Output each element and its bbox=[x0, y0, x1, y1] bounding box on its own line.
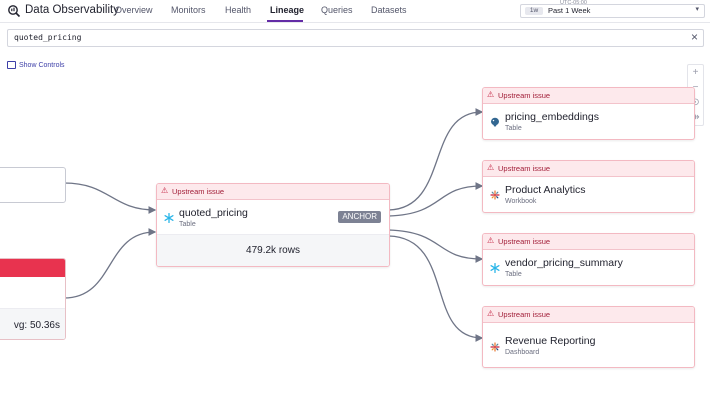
node-status: Upstream issue bbox=[498, 237, 551, 246]
upstream-node-2[interactable]: vg: 50.36s bbox=[0, 258, 66, 340]
search-input[interactable]: quoted_pricing × bbox=[7, 29, 704, 47]
node-name: Revenue Reporting bbox=[505, 335, 596, 347]
upstream-node-1[interactable] bbox=[0, 167, 66, 203]
zoom-out-icon[interactable]: − bbox=[692, 82, 699, 93]
avg-runtime: vg: 50.36s bbox=[13, 320, 60, 331]
warning-icon: ⚠ bbox=[487, 236, 495, 245]
warning-icon: ⚠ bbox=[487, 163, 495, 172]
show-controls-button[interactable]: Show Controls bbox=[7, 61, 65, 69]
chevron-down-icon: ▾ bbox=[695, 6, 699, 13]
node-status: Upstream issue bbox=[498, 164, 551, 173]
node-type: Table bbox=[505, 271, 522, 278]
time-range-label: Past 1 Week bbox=[548, 6, 591, 15]
edge-downstream-2 bbox=[388, 182, 484, 217]
alert-bar bbox=[0, 259, 65, 277]
anchor-node[interactable]: ⚠ Upstream issue quoted_pricing Table AN… bbox=[156, 183, 390, 267]
tab-overview[interactable]: Overview bbox=[115, 5, 153, 15]
node-header: ⚠ Upstream issue bbox=[483, 161, 694, 177]
node-type: Table bbox=[505, 125, 522, 132]
downstream-node-pricing-embeddings[interactable]: ⚠ Upstream issue pricing_embeddings Tabl… bbox=[482, 87, 695, 140]
downstream-node-product-analytics[interactable]: ⚠ Upstream issue Product Analytics Workb… bbox=[482, 160, 695, 213]
edge-downstream-3 bbox=[388, 229, 484, 263]
node-status: Upstream issue bbox=[498, 91, 551, 100]
tableau-icon bbox=[490, 342, 500, 352]
time-range-selector[interactable]: 1w Past 1 Week ▾ bbox=[520, 4, 705, 18]
tab-health[interactable]: Health bbox=[225, 5, 252, 15]
active-tab-indicator bbox=[267, 20, 303, 22]
node-header: ⚠ Upstream issue bbox=[483, 307, 694, 323]
edge-upstream-2 bbox=[63, 228, 157, 299]
tab-lineage[interactable]: Lineage bbox=[270, 5, 305, 15]
node-name: pricing_embeddings bbox=[505, 111, 599, 123]
snowflake-icon bbox=[490, 263, 500, 273]
tab-queries[interactable]: Queries bbox=[321, 5, 353, 15]
time-range-pill: 1w bbox=[525, 7, 543, 15]
warning-icon: ⚠ bbox=[487, 309, 495, 318]
search-value: quoted_pricing bbox=[14, 33, 82, 42]
app-title: Data Observability bbox=[25, 4, 119, 16]
edge-downstream-1 bbox=[388, 108, 484, 211]
node-header: ⚠ Upstream issue bbox=[483, 234, 694, 250]
node-name: Product Analytics bbox=[505, 184, 586, 196]
close-icon[interactable]: × bbox=[690, 30, 698, 44]
tab-monitors[interactable]: Monitors bbox=[171, 5, 206, 15]
app-logo-icon[interactable] bbox=[7, 4, 21, 18]
warning-icon: ⚠ bbox=[161, 186, 169, 195]
node-type: Table bbox=[179, 221, 196, 228]
row-count: 479.2k rows bbox=[157, 234, 389, 266]
tableau-icon bbox=[490, 190, 500, 200]
node-type: Dashboard bbox=[505, 349, 540, 356]
edge-upstream-1 bbox=[63, 182, 157, 214]
show-controls-label: Show Controls bbox=[19, 61, 65, 69]
panel-toggle-icon bbox=[7, 61, 16, 69]
edge-downstream-4 bbox=[388, 235, 484, 342]
top-bar: Data Observability Overview Monitors Hea… bbox=[0, 0, 710, 23]
node-status: Upstream issue bbox=[172, 187, 225, 196]
anchor-badge: ANCHOR bbox=[338, 211, 381, 223]
warning-icon: ⚠ bbox=[487, 90, 495, 99]
downstream-node-vendor-pricing-summary[interactable]: ⚠ Upstream issue vendor_pricing_summary … bbox=[482, 233, 695, 286]
fit-view-icon[interactable]: ⊙ bbox=[691, 97, 700, 108]
upstream-node-metric bbox=[0, 308, 65, 339]
postgres-icon bbox=[491, 117, 499, 127]
node-header: ⚠ Upstream issue bbox=[483, 88, 694, 104]
timezone-label: UTC-05:00 bbox=[560, 0, 587, 6]
snowflake-icon bbox=[164, 213, 174, 223]
zoom-in-icon[interactable]: + bbox=[692, 67, 699, 78]
expand-icon[interactable]: ⇹ bbox=[691, 112, 700, 123]
node-type: Workbook bbox=[505, 198, 537, 205]
node-name: vendor_pricing_summary bbox=[505, 257, 623, 269]
node-header: ⚠ Upstream issue bbox=[157, 184, 389, 200]
downstream-node-revenue-reporting[interactable]: ⚠ Upstream issue Revenue Reporting Dashb… bbox=[482, 306, 695, 368]
node-status: Upstream issue bbox=[498, 310, 551, 319]
node-name: quoted_pricing bbox=[179, 207, 248, 219]
tab-datasets[interactable]: Datasets bbox=[371, 5, 407, 15]
